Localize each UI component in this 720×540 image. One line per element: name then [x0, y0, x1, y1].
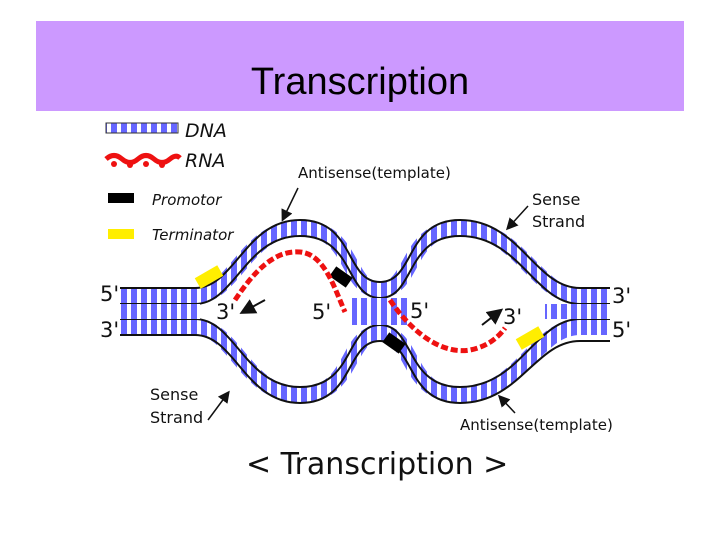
terminator-icon [108, 229, 134, 239]
legend-dna-label: DNA [185, 120, 227, 142]
title-band: Transcription [36, 21, 684, 111]
antisense-bottom-arrow [497, 394, 516, 414]
sense-top-line1: Sense [532, 190, 580, 209]
right-top-end-label: 3' [612, 284, 631, 308]
rna-right [387, 298, 508, 354]
rna-icon [104, 153, 182, 168]
left-bottom-end-label: 3' [100, 318, 119, 342]
sense-bottom-line2: Strand [150, 408, 203, 427]
rna-5-left-label: 5' [312, 300, 331, 324]
antisense-top-arrow [281, 187, 299, 222]
rna-3-left-arrow [239, 299, 266, 314]
rna-left [232, 249, 348, 314]
terminator-box-right [515, 326, 545, 350]
antisense-bottom-label: Antisense(template) [460, 416, 613, 434]
promotor-icon [108, 193, 134, 203]
promotor-box-top [329, 266, 353, 288]
sense-top-arrow [505, 205, 529, 231]
dna-icon [105, 122, 179, 134]
legend: DNA RNA Promotor Terminator [104, 120, 234, 244]
antisense-top-label: Antisense(template) [298, 164, 451, 182]
rna-5-right-label: 5' [410, 299, 429, 323]
sense-bottom-arrow [207, 390, 230, 421]
legend-rna-label: RNA [185, 150, 225, 172]
rna-3-left-label: 3' [216, 300, 235, 324]
right-bottom-end-label: 5' [612, 318, 631, 342]
legend-terminator-label: Terminator [152, 226, 234, 244]
slide-title: Transcription [250, 61, 470, 103]
sense-bottom-line1: Sense [150, 385, 198, 404]
rna-3-right-arrow [481, 308, 504, 326]
legend-promotor-label: Promotor [152, 191, 222, 209]
rna-3-right-label: 3' [503, 305, 522, 329]
dna-top-strand [120, 219, 610, 304]
promotor-box-bottom [382, 332, 406, 354]
terminator-box-left [194, 265, 224, 289]
dna-strands [120, 218, 610, 405]
sense-top-line2: Strand [532, 212, 585, 231]
rna-transcripts [232, 249, 508, 354]
diagram-caption: < Transcription > [246, 447, 508, 482]
left-top-end-label: 5' [100, 282, 119, 306]
dna-bottom-strand [120, 319, 610, 404]
